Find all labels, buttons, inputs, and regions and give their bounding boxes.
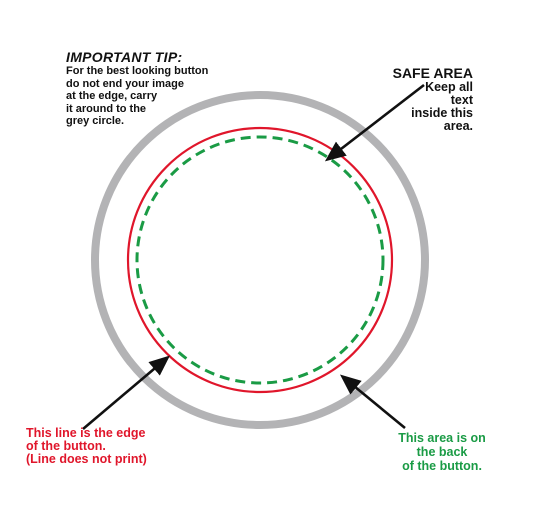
button-edge-note-line: This line is the edge (26, 426, 146, 440)
safe-area-dashed-circle (135, 135, 385, 385)
safe-area-note: SAFE AREA Keep all text inside this area… (393, 66, 473, 133)
back-area-note-line: of the button. (402, 459, 482, 473)
button-edge-note: This line is the edge of the button. (Li… (26, 427, 147, 466)
back-area-note-line: the back (416, 445, 468, 459)
important-tip-line: do not end your image (66, 77, 184, 90)
important-tip-title: IMPORTANT TIP: (66, 49, 183, 65)
important-tip-line: at the edge, carry (66, 90, 158, 102)
safe-area-line: area. (443, 119, 473, 133)
safe-area-line: Keep all (425, 80, 473, 94)
important-tip-line: grey circle. (66, 115, 125, 127)
back-area-arrow (339, 374, 406, 430)
back-area-note: This area is on the back of the button. (380, 431, 504, 473)
edge-line-arrow (82, 355, 170, 430)
button-edge-line (126, 126, 394, 394)
safe-area-line: inside this (411, 106, 473, 120)
button-edge-note-line: (Line does not print) (26, 452, 147, 466)
safe-area-title: SAFE AREA (392, 65, 473, 81)
safe-area-line: text (450, 93, 473, 107)
button-edge-note-line: of the button. (26, 439, 106, 453)
back-area-note-line: This area is on (398, 431, 486, 445)
important-tip-note: IMPORTANT TIP: For the best looking butt… (66, 49, 208, 128)
grey-wrap-circle (91, 91, 429, 429)
safe-area-arrow (324, 83, 425, 162)
important-tip-line: it around to the (66, 102, 147, 115)
important-tip-line: For the best looking button (66, 65, 209, 77)
